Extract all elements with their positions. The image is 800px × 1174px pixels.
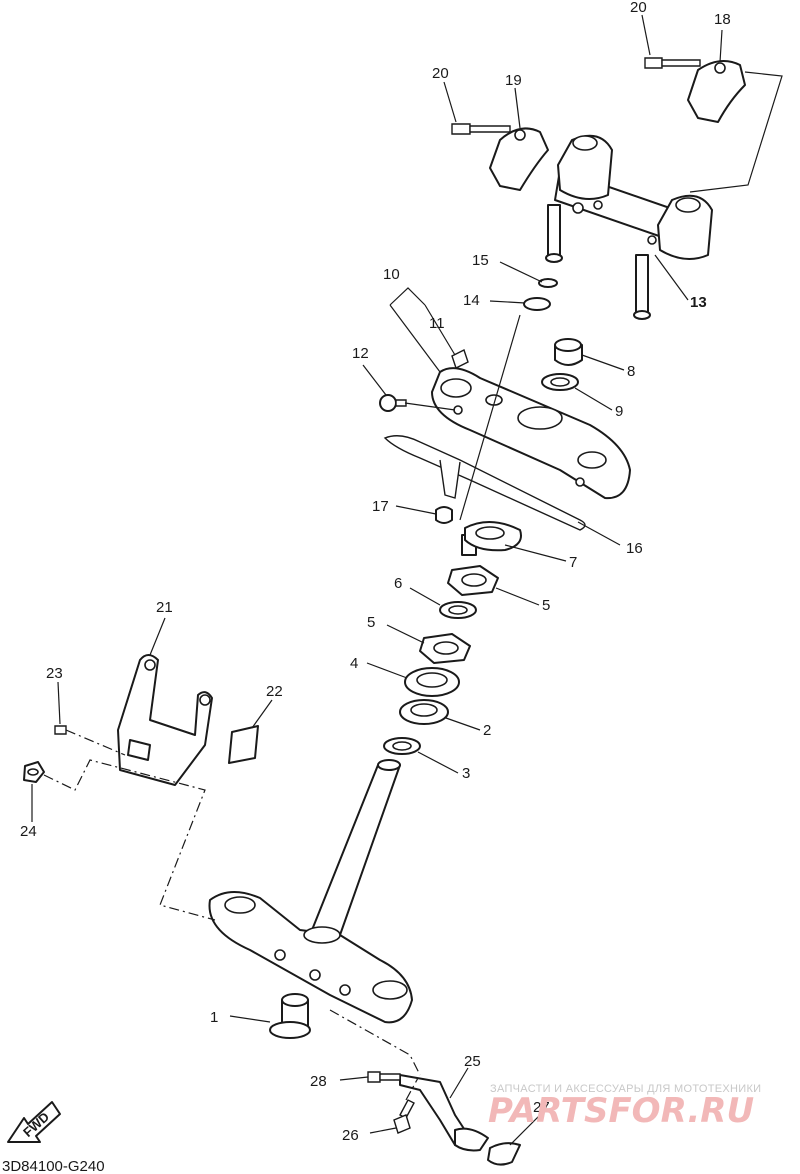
callout-22: 22 — [266, 683, 283, 700]
callout-28: 28 — [310, 1073, 327, 1090]
callout-19: 19 — [505, 72, 522, 89]
callout-12: 12 — [352, 345, 369, 362]
callout-2: 2 — [483, 722, 491, 739]
callout-11: 11 — [429, 315, 445, 332]
callout-21: 21 — [156, 599, 173, 616]
callout-5-lower: 5 — [367, 614, 375, 631]
callout-24: 24 — [20, 823, 37, 840]
callout-15: 15 — [472, 252, 489, 269]
callout-20-right: 20 — [630, 0, 647, 16]
callout-14: 14 — [463, 292, 480, 309]
callout-17: 17 — [372, 498, 389, 515]
callout-16: 16 — [626, 540, 643, 557]
callout-18: 18 — [714, 11, 731, 28]
steering-bearing-stack — [383, 521, 522, 755]
assembly-lines — [43, 729, 421, 1101]
callout-8: 8 — [627, 363, 635, 380]
callout-20-left: 20 — [432, 65, 449, 82]
watermark: ЗАПЧАСТИ И АКСЕССУАРЫ ДЛЯ МОТОТЕХНИКИ PA… — [488, 1083, 761, 1131]
callout-6: 6 — [394, 575, 402, 592]
handlebar-assembly — [451, 57, 783, 320]
lower-bracket — [208, 759, 413, 1039]
callout-1: 1 — [210, 1009, 218, 1026]
upper-bracket-assembly — [379, 278, 631, 556]
callout-27: 27 — [533, 1099, 550, 1116]
watermark-brand: PARTSFOR.RU — [488, 1091, 754, 1131]
callout-26: 26 — [342, 1127, 359, 1144]
watermark-caption: ЗАПЧАСТИ И АКСЕССУАРЫ ДЛЯ МОТОТЕХНИКИ — [490, 1083, 761, 1095]
callout-23: 23 — [46, 665, 63, 682]
callout-3: 3 — [462, 765, 470, 782]
lower-stay-assembly — [367, 1071, 521, 1166]
callout-labels: 1 2 3 4 5 5 6 7 8 9 10 11 12 13 14 15 16… — [20, 0, 731, 1144]
diagram-code: 3D84100-G240 — [2, 1158, 105, 1174]
leader-lines — [31, 14, 723, 1146]
callout-13: 13 — [690, 294, 707, 311]
callout-10: 10 — [383, 266, 400, 283]
fwd-arrow-icon: FWD — [7, 1101, 61, 1143]
callout-4: 4 — [350, 655, 358, 672]
callout-25: 25 — [464, 1053, 481, 1070]
callout-7: 7 — [569, 554, 577, 571]
cable-stay-assembly — [23, 654, 259, 786]
callout-5-upper: 5 — [542, 597, 550, 614]
callout-9: 9 — [615, 403, 623, 420]
